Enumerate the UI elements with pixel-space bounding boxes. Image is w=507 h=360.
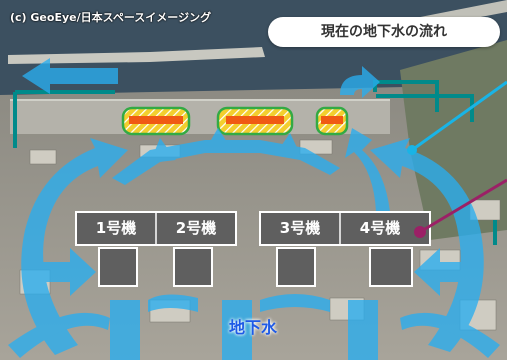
diagram-title: 現在の地下水の流れ <box>268 17 500 47</box>
arrow-left-loop <box>21 138 128 355</box>
arrow-lower-left <box>40 248 96 296</box>
breakwater-north <box>8 47 265 64</box>
reactor-building-3 <box>276 247 316 287</box>
arrow-tip-center <box>205 128 232 150</box>
arrow-west <box>22 58 118 94</box>
groundwater-label: 地下水 <box>228 318 277 337</box>
intake-area-3 <box>315 106 349 136</box>
intake-area-1 <box>121 106 191 136</box>
groundwater-flow-arrows <box>8 58 500 360</box>
reactor-buildings <box>98 247 413 287</box>
arrow-lower-right <box>414 248 470 296</box>
arrow-curve-ne <box>340 66 380 98</box>
unit-label-1: 1号機 <box>95 219 137 237</box>
arrow-right-inner <box>345 128 390 212</box>
arrow-tip-right <box>275 133 302 158</box>
turbine-halls <box>75 211 431 246</box>
intake-area-2 <box>216 106 294 136</box>
inflow-column-2 <box>222 300 252 360</box>
image-credit: (c) GeoEye/日本スペースイメージング <box>10 11 212 24</box>
pointer-magenta <box>419 178 507 234</box>
site-outline <box>13 80 497 245</box>
reactor-building-2 <box>173 247 213 287</box>
arrow-tip-left <box>150 138 176 163</box>
unit-label-2: 2号機 <box>175 219 217 237</box>
inflow-column-3 <box>348 300 378 360</box>
inflow-column-1 <box>110 300 140 360</box>
arrow-right-loop <box>370 138 484 352</box>
pointer-cyan <box>411 80 507 152</box>
reactor-building-1 <box>98 247 138 287</box>
unit-label-3: 3号機 <box>279 219 321 237</box>
reactor-building-4 <box>369 247 413 287</box>
hillside <box>400 40 507 240</box>
unit-label-4: 4号機 <box>359 219 401 237</box>
